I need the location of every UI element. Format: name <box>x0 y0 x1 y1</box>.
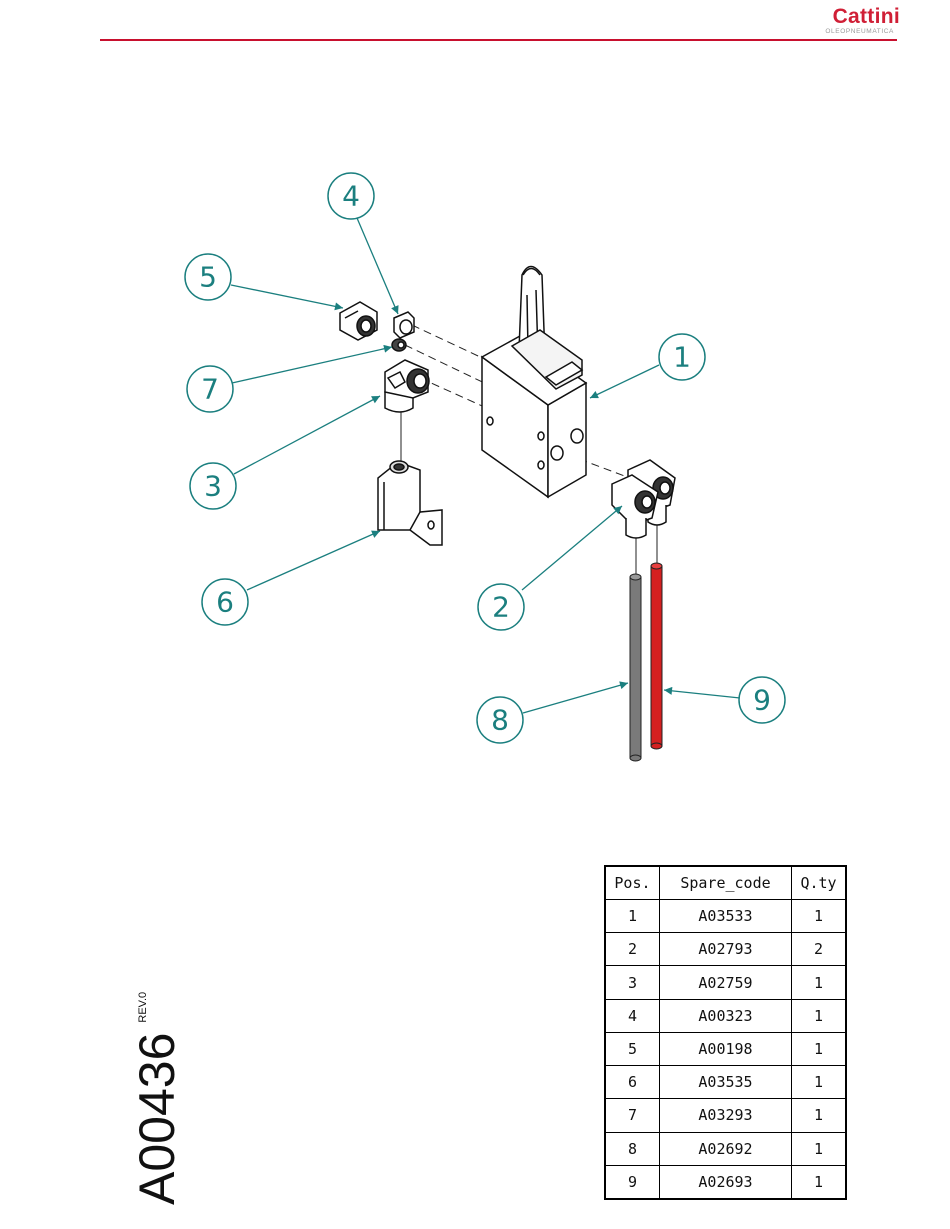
cell-pos: 8 <box>605 1132 659 1165</box>
header-qty: Q.ty <box>792 866 846 900</box>
callout-label-8: 8 <box>491 704 509 737</box>
callout-label-5: 5 <box>199 261 217 294</box>
nipple-part-7 <box>392 339 406 351</box>
header-spare-code: Spare_code <box>659 866 791 900</box>
callout-labels: 1 2 3 4 5 6 7 8 9 <box>199 180 771 737</box>
cell-spare-code: A02793 <box>659 933 791 966</box>
cell-qty: 1 <box>792 900 846 933</box>
table-row: 6 A03535 1 <box>605 1066 846 1099</box>
cell-spare-code: A03535 <box>659 1066 791 1099</box>
table-row: 2 A02793 2 <box>605 933 846 966</box>
table-row: 9 A02693 1 <box>605 1165 846 1199</box>
elbow-fitting-part-3 <box>385 360 429 412</box>
tube-grey-part-8 <box>630 574 641 761</box>
cell-qty: 1 <box>792 1032 846 1065</box>
cell-pos: 4 <box>605 999 659 1032</box>
document-id: A00436REV.0 <box>137 992 178 1205</box>
cell-pos: 2 <box>605 933 659 966</box>
cell-qty: 1 <box>792 999 846 1032</box>
callout-label-7: 7 <box>201 373 219 406</box>
table-row: 5 A00198 1 <box>605 1032 846 1065</box>
callout-bubbles <box>185 173 785 743</box>
cell-spare-code: A02759 <box>659 966 791 999</box>
cell-spare-code: A00323 <box>659 999 791 1032</box>
bushing-part-4 <box>394 312 414 338</box>
tube-red-part-9 <box>651 563 662 749</box>
cell-qty: 2 <box>792 933 846 966</box>
cell-qty: 1 <box>792 1066 846 1099</box>
cell-pos: 9 <box>605 1165 659 1199</box>
cell-spare-code: A00198 <box>659 1032 791 1065</box>
callout-label-4: 4 <box>342 180 360 213</box>
table-row: 4 A00323 1 <box>605 999 846 1032</box>
table-row: 7 A03293 1 <box>605 1099 846 1132</box>
leader-lines <box>231 218 740 713</box>
document-revision: REV.0 <box>137 992 149 1023</box>
cell-pos: 7 <box>605 1099 659 1132</box>
spare-parts-table: Pos. Spare_code Q.ty 1 A03533 1 2 A02793… <box>604 865 847 1200</box>
cell-qty: 1 <box>792 966 846 999</box>
document-code: A00436 <box>129 1033 185 1205</box>
cell-pos: 1 <box>605 900 659 933</box>
cell-spare-code: A02693 <box>659 1165 791 1199</box>
table-row: 3 A02759 1 <box>605 966 846 999</box>
cell-pos: 6 <box>605 1066 659 1099</box>
cell-qty: 1 <box>792 1132 846 1165</box>
callout-label-9: 9 <box>753 684 771 717</box>
cell-pos: 5 <box>605 1032 659 1065</box>
cell-pos: 3 <box>605 966 659 999</box>
cell-spare-code: A03293 <box>659 1099 791 1132</box>
cell-spare-code: A02692 <box>659 1132 791 1165</box>
callout-label-2: 2 <box>492 591 510 624</box>
cell-qty: 1 <box>792 1099 846 1132</box>
callout-label-6: 6 <box>216 586 234 619</box>
header-pos: Pos. <box>605 866 659 900</box>
fitting-part-5 <box>340 302 377 340</box>
cell-spare-code: A03533 <box>659 900 791 933</box>
table-header-row: Pos. Spare_code Q.ty <box>605 866 846 900</box>
callout-label-1: 1 <box>673 341 691 374</box>
table-row: 8 A02692 1 <box>605 1132 846 1165</box>
callout-label-3: 3 <box>204 470 222 503</box>
cell-qty: 1 <box>792 1165 846 1199</box>
elbow-fittings-part-2 <box>612 460 675 538</box>
valve-body-part <box>482 267 586 498</box>
table-row: 1 A03533 1 <box>605 900 846 933</box>
bracket-part-6 <box>378 461 442 545</box>
